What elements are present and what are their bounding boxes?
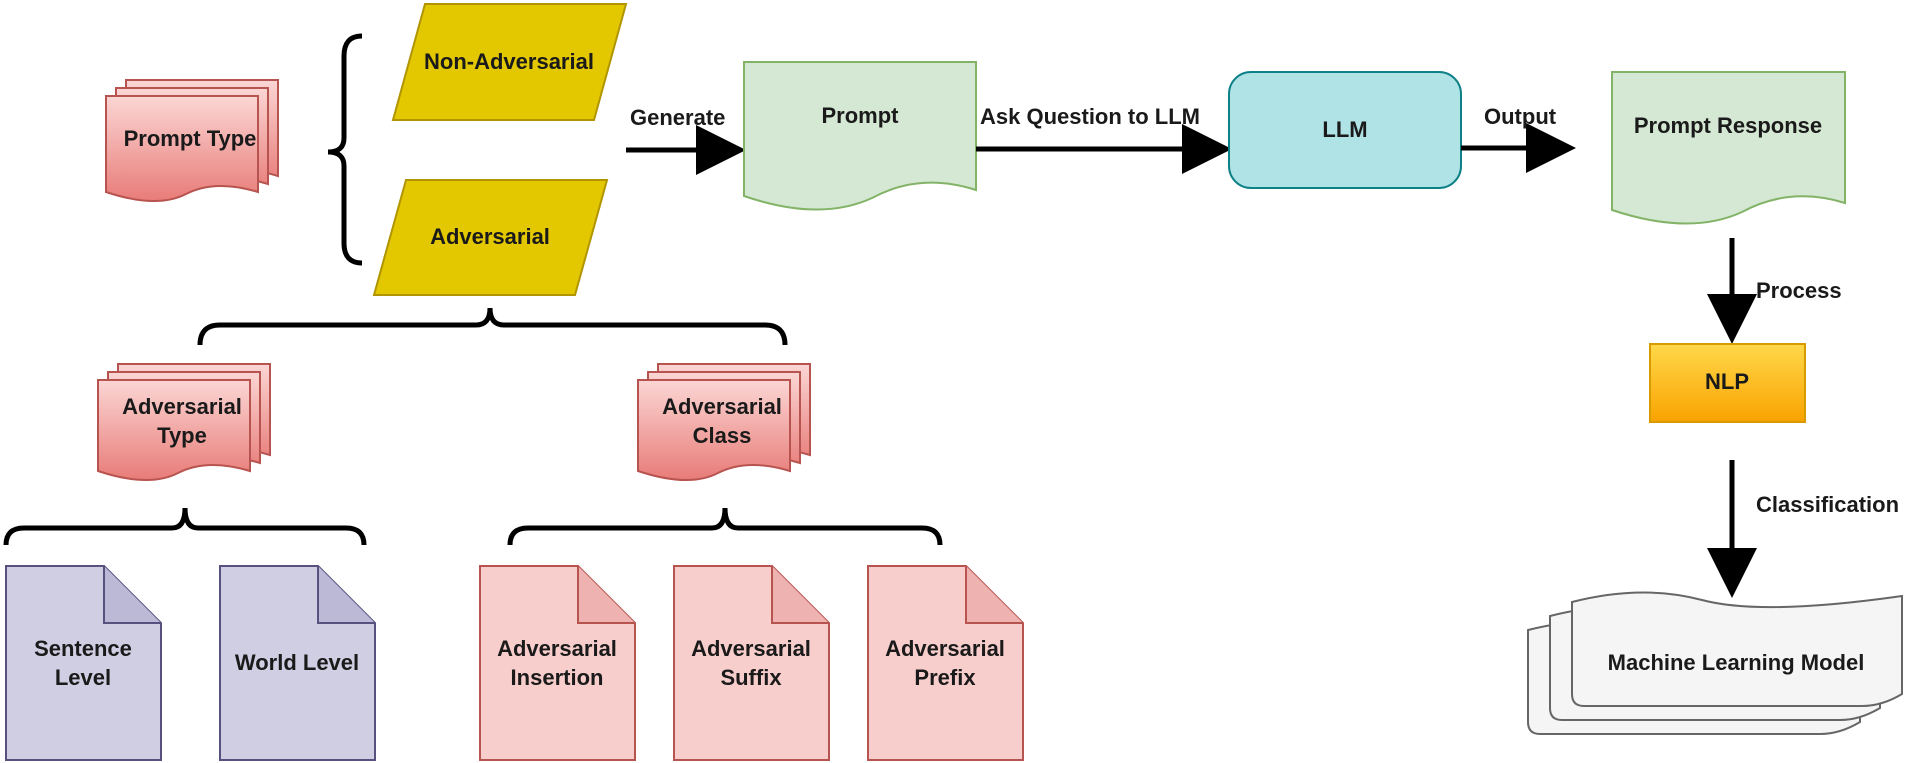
output-edge: Output — [1461, 104, 1576, 173]
prompt-type-brace — [327, 33, 363, 266]
adversarial-class-brace — [507, 507, 943, 546]
adversarial-class-label-line1: Adversarial — [662, 394, 782, 419]
adversarial-suffix-label-line2: Suffix — [720, 665, 782, 690]
llm-node: LLM — [1228, 71, 1462, 189]
llm-label: LLM — [1322, 117, 1367, 142]
prompt-node: Prompt — [743, 61, 977, 211]
classification-edge: Classification — [1707, 460, 1899, 598]
adversarial-type-brace — [3, 507, 367, 546]
generate-label: Generate — [630, 105, 725, 130]
adversarial-class-label-line2: Class — [693, 423, 752, 448]
adversarial-type-label-line1: Adversarial — [122, 394, 242, 419]
prompt-response-label: Prompt Response — [1634, 113, 1822, 138]
nlp-label: NLP — [1705, 369, 1749, 394]
world-level-label: World Level — [235, 650, 359, 675]
adversarial-suffix-label-line1: Adversarial — [691, 636, 811, 661]
adversarial-node: Adversarial — [372, 179, 609, 296]
adversarial-insertion-label-line1: Adversarial — [497, 636, 617, 661]
prompt-type-node: Prompt Type — [105, 79, 279, 202]
world-level-node: World Level — [219, 565, 376, 761]
ask-question-edge: Ask Question to LLM — [976, 104, 1232, 174]
non-adversarial-label: Non-Adversarial — [424, 49, 594, 74]
output-label: Output — [1484, 104, 1557, 129]
adversarial-class-node: Adversarial Class — [637, 363, 811, 481]
adversarial-suffix-node: Adversarial Suffix — [673, 565, 830, 761]
adversarial-insertion-label-line2: Insertion — [511, 665, 604, 690]
sentence-level-label-line2: Level — [55, 665, 111, 690]
process-edge: Process — [1707, 238, 1842, 344]
nlp-node: NLP — [1649, 343, 1806, 423]
sentence-level-node: Sentence Level — [5, 565, 162, 761]
adversarial-label: Adversarial — [430, 224, 550, 249]
adversarial-prefix-label-line1: Adversarial — [885, 636, 1005, 661]
adversarial-prefix-node: Adversarial Prefix — [867, 565, 1024, 761]
non-adversarial-node: Non-Adversarial — [391, 3, 628, 121]
ml-model-node: Machine Learning Model — [1527, 591, 1903, 735]
adversarial-insertion-node: Adversarial Insertion — [479, 565, 636, 761]
generate-edge: Generate — [626, 105, 746, 175]
classification-label: Classification — [1756, 492, 1899, 517]
adversarial-prefix-label-line2: Prefix — [914, 665, 976, 690]
adversarial-type-node: Adversarial Type — [97, 363, 271, 481]
prompt-type-label: Prompt Type — [124, 126, 257, 151]
ml-model-label: Machine Learning Model — [1608, 650, 1865, 675]
process-label: Process — [1756, 278, 1842, 303]
adversarial-brace — [197, 307, 788, 346]
ask-question-label: Ask Question to LLM — [980, 104, 1200, 129]
adversarial-type-label-line2: Type — [157, 423, 207, 448]
prompt-label: Prompt — [822, 103, 900, 128]
sentence-level-label-line1: Sentence — [34, 636, 132, 661]
prompt-response-node: Prompt Response — [1611, 71, 1846, 225]
